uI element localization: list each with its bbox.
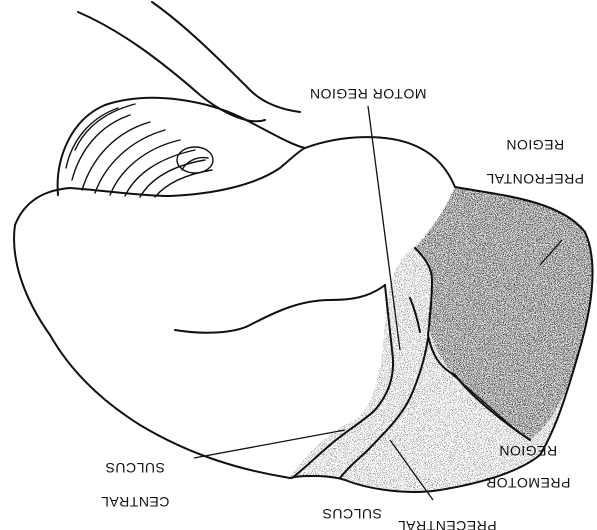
premotor-label-line1: PREMOTOR bbox=[486, 475, 571, 491]
cerebellum bbox=[58, 98, 305, 197]
central-sulcus-label-line1: CENTRAL bbox=[101, 494, 170, 510]
motor-region-leader bbox=[368, 106, 400, 350]
precentral-sulcus-label-line1: PRECENTRAL bbox=[397, 518, 496, 530]
prefrontal-label-line1: PREFRONTAL bbox=[486, 171, 584, 187]
central-sulcus-label-line2: SULCUS bbox=[105, 460, 165, 476]
motor-region-label: MOTOR REGION bbox=[310, 86, 427, 102]
precentral-sulcus-label-line2: SULCUS bbox=[322, 506, 382, 522]
lateral-fissure bbox=[175, 285, 385, 333]
prefrontal-label-line2: REGION bbox=[506, 137, 564, 153]
premotor-label-line2: REGION bbox=[499, 443, 557, 459]
